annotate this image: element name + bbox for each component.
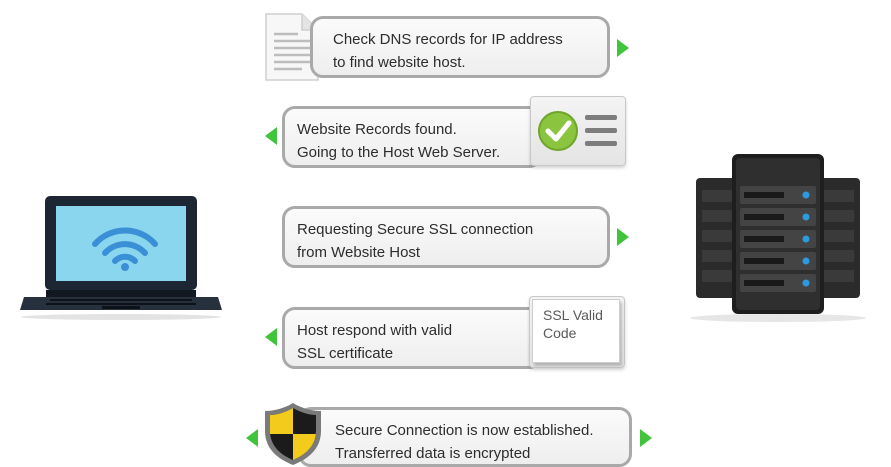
step-5-line-1: Secure Connection is now established.	[335, 422, 594, 439]
step-3-message: Requesting Secure SSL connection from We…	[282, 206, 610, 268]
shield-icon	[265, 403, 321, 465]
server-icon	[690, 154, 866, 322]
arrow-left-icon	[265, 127, 277, 145]
step-4-line-2: SSL certificate	[297, 345, 394, 362]
wifi-icon	[92, 227, 158, 271]
step-3-line-1: Requesting Secure SSL connection	[297, 221, 534, 238]
step-5-message: Secure Connection is now established. Tr…	[298, 407, 632, 467]
arrow-left-icon	[265, 328, 277, 346]
ssl-tag-line-1: SSL Valid	[543, 307, 603, 323]
checklist-icon	[538, 111, 617, 151]
step-5-line-2: Transferred data is encrypted	[335, 445, 531, 462]
arrow-left-icon	[246, 429, 258, 447]
ssl-certificate-paper: SSL Valid Code	[532, 299, 620, 363]
checklist-card	[530, 96, 626, 166]
step-2-message: Website Records found. Going to the Host…	[282, 106, 542, 168]
step-1-line-1: Check DNS records for IP address	[333, 31, 563, 48]
step-4-message: Host respond with valid SSL certificate	[282, 307, 542, 369]
step-2-line-1: Website Records found.	[297, 121, 457, 138]
step-3-line-2: from Website Host	[297, 244, 421, 261]
step-2-line-2: Going to the Host Web Server.	[297, 144, 501, 161]
arrow-right-icon	[617, 228, 629, 246]
step-1-line-2: to find website host.	[333, 54, 466, 71]
arrow-right-icon	[640, 429, 652, 447]
step-1-message: Check DNS records for IP address to find…	[310, 16, 610, 78]
step-4-line-1: Host respond with valid	[297, 322, 453, 339]
ssl-tag-line-2: Code	[543, 325, 577, 341]
arrow-right-icon	[617, 39, 629, 57]
